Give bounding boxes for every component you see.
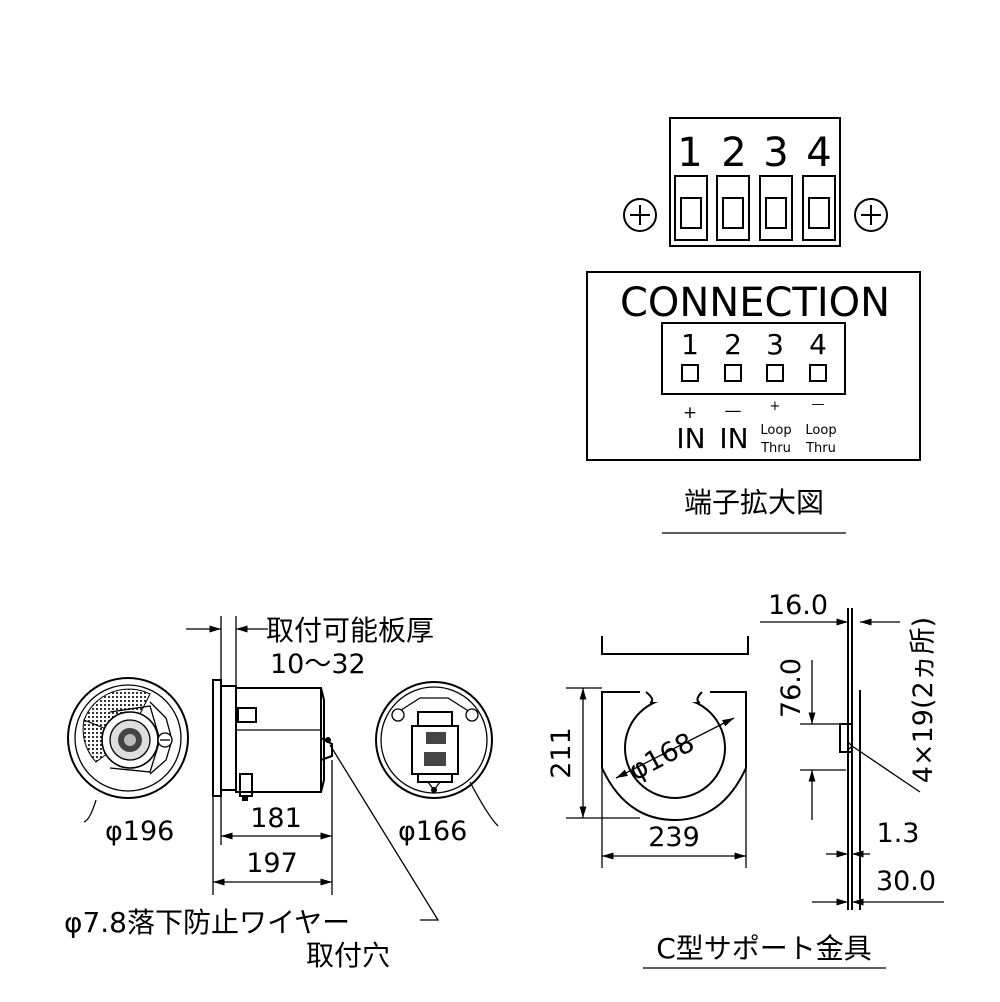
connection-square-2	[724, 364, 742, 382]
plate-thickness-label: 1.3	[877, 818, 920, 849]
wire-hole-label-line1: φ7.8落下防止ワイヤー	[64, 906, 350, 939]
panel-thickness-range: 10～32	[270, 649, 366, 680]
connection-function-4-line1: Loop	[805, 423, 836, 438]
rear-diameter-label: φ166	[398, 816, 467, 847]
terminal-block: 1 2 3 4	[623, 117, 888, 247]
rear-screw-right-icon	[465, 708, 479, 722]
panel-thickness-label: 取付可能板厚	[266, 614, 434, 647]
connection-sign-1: +	[683, 403, 697, 423]
terminal-number-4: 4	[806, 130, 831, 176]
connection-function-2: IN	[719, 422, 748, 455]
connection-label: CONNECTION 1 2 3 4 + — + — IN IN Loop Th…	[586, 271, 921, 461]
connection-square-1	[681, 364, 699, 382]
speaker-front-view	[67, 677, 189, 799]
connection-title: CONNECTION	[620, 280, 890, 326]
depth-body-label: 181	[250, 803, 302, 834]
terminal-screw-right-icon	[854, 198, 888, 232]
terminal-slot-4	[802, 175, 836, 241]
terminal-number-2: 2	[721, 130, 746, 176]
connection-function-4-line2: Thru	[805, 441, 836, 456]
flange-width-label: 30.0	[876, 866, 936, 897]
c-bracket-top-view	[601, 636, 749, 655]
depth-total-label: 197	[246, 848, 298, 879]
bracket-caption: C型サポート金具	[656, 932, 872, 965]
speaker-rear-view	[375, 681, 493, 799]
terminal-screw-left-icon	[623, 198, 657, 232]
terminal-number-1: 1	[677, 130, 702, 176]
terminal-number-3: 3	[763, 130, 788, 176]
holes-label: 4×19(2ヵ所)	[908, 617, 939, 783]
connection-number-2: 2	[724, 328, 742, 361]
connection-function-3-line2: Thru	[760, 441, 791, 456]
terminal-caption: 端子拡大図	[684, 486, 824, 519]
front-diameter-label: φ196	[105, 816, 174, 847]
connection-number-1: 1	[681, 328, 699, 361]
connection-sign-2: —	[725, 401, 742, 421]
rear-screw-left-icon	[391, 708, 405, 722]
connection-sign-3: +	[770, 399, 781, 414]
wire-hole-label-line2: 取付穴	[306, 939, 390, 972]
c-bracket-side-view	[839, 608, 861, 910]
connection-number-4: 4	[809, 328, 827, 361]
bracket-width-label: 239	[648, 822, 700, 853]
terminal-slot-2	[716, 175, 750, 241]
connection-square-4	[809, 364, 827, 382]
side-thickness-label: 16.0	[768, 590, 828, 621]
connection-sign-4: —	[812, 397, 825, 412]
bracket-inner-diameter-label: φ168	[624, 727, 700, 787]
bracket-height-label: 211	[546, 727, 577, 779]
speaker-side-view	[212, 679, 333, 801]
terminal-slot-1	[674, 175, 708, 241]
connection-number-3: 3	[766, 328, 784, 361]
connection-function-1: IN	[676, 422, 705, 455]
connection-function-3-line1: Loop	[760, 423, 791, 438]
terminal-slot-3	[759, 175, 793, 241]
hole-pitch-label: 76.0	[776, 658, 807, 718]
connection-square-3	[766, 364, 784, 382]
